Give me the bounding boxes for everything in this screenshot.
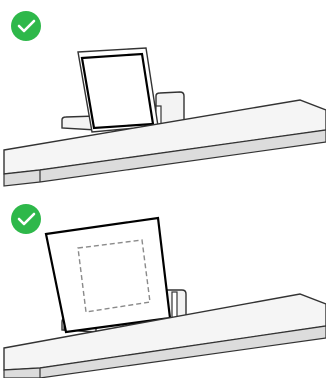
- checkmark-icon: [11, 204, 41, 234]
- check-badge: [11, 11, 41, 41]
- panel-correct-large-sheet: [0, 196, 326, 378]
- panel-correct-small-sheet: [0, 0, 326, 189]
- paper-sheet-large: [46, 218, 170, 332]
- checkmark-icon: [11, 11, 41, 41]
- paper-sheet: [82, 54, 153, 128]
- panel-divider: [0, 190, 326, 194]
- check-badge: [11, 204, 41, 234]
- printer-illustration-bottom: [0, 196, 326, 378]
- printer-illustration-top: [0, 0, 326, 189]
